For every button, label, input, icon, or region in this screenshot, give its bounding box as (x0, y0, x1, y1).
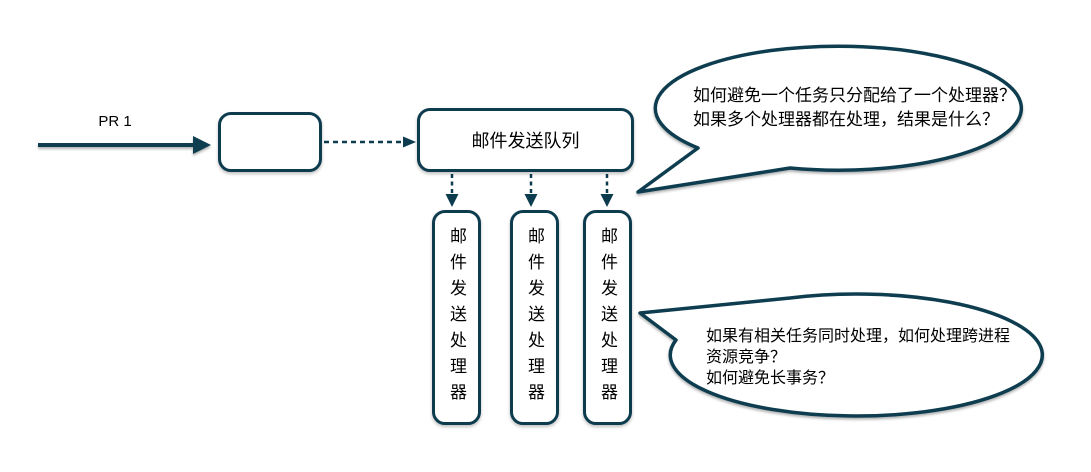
callout-bubble-top (636, 44, 1024, 194)
processor-box-label: 邮件发送处理器 (598, 226, 617, 409)
callout-top-line-2: 如果多个处理器都在处理，结果是什么？ (693, 110, 999, 129)
connector-arrowhead-icon (600, 194, 614, 207)
callout-bottom-line-1: 如果有相关任务同时处理，如何处理跨进程 (706, 328, 1011, 345)
callout-bubble-bottom (638, 292, 1045, 418)
callout-bottom-line-3: 如何避免长事务？ (706, 370, 835, 387)
connector-arrowhead-icon (403, 136, 416, 148)
connector-box-to-queue (324, 136, 416, 148)
processor-box-1: 邮件发送处理器 (432, 210, 481, 425)
processor-box-3: 邮件发送处理器 (583, 210, 632, 425)
processor-box-label: 邮件发送处理器 (525, 226, 544, 409)
connector-queue-to-processor-1 (445, 174, 459, 207)
queue-box-label: 邮件发送队列 (471, 131, 580, 151)
source-box (218, 112, 322, 172)
input-arrow-label: PR 1 (98, 113, 132, 130)
processor-box-label: 邮件发送处理器 (447, 226, 466, 409)
processor-box-2: 邮件发送处理器 (510, 210, 559, 425)
input-arrow (38, 136, 211, 154)
callout-top-text: 如何避免一个任务只分配给了一个处理器？ 如果多个处理器都在处理，结果是什么？ (693, 84, 1016, 132)
connector-queue-to-processor-2 (524, 174, 538, 207)
callout-bottom-line-2: 资源竞争？ (706, 349, 787, 366)
queue-box: 邮件发送队列 (417, 108, 634, 172)
connector-arrowhead-icon (524, 194, 538, 207)
input-arrowhead-icon (193, 136, 211, 154)
connector-queue-to-processor-3 (600, 174, 614, 207)
callout-bottom-text: 如果有相关任务同时处理，如何处理跨进程 资源竞争？ 如何避免长事务？ (706, 326, 1010, 389)
callout-top-line-1: 如何避免一个任务只分配给了一个处理器？ (693, 86, 1016, 105)
connector-arrowhead-icon (445, 194, 459, 207)
